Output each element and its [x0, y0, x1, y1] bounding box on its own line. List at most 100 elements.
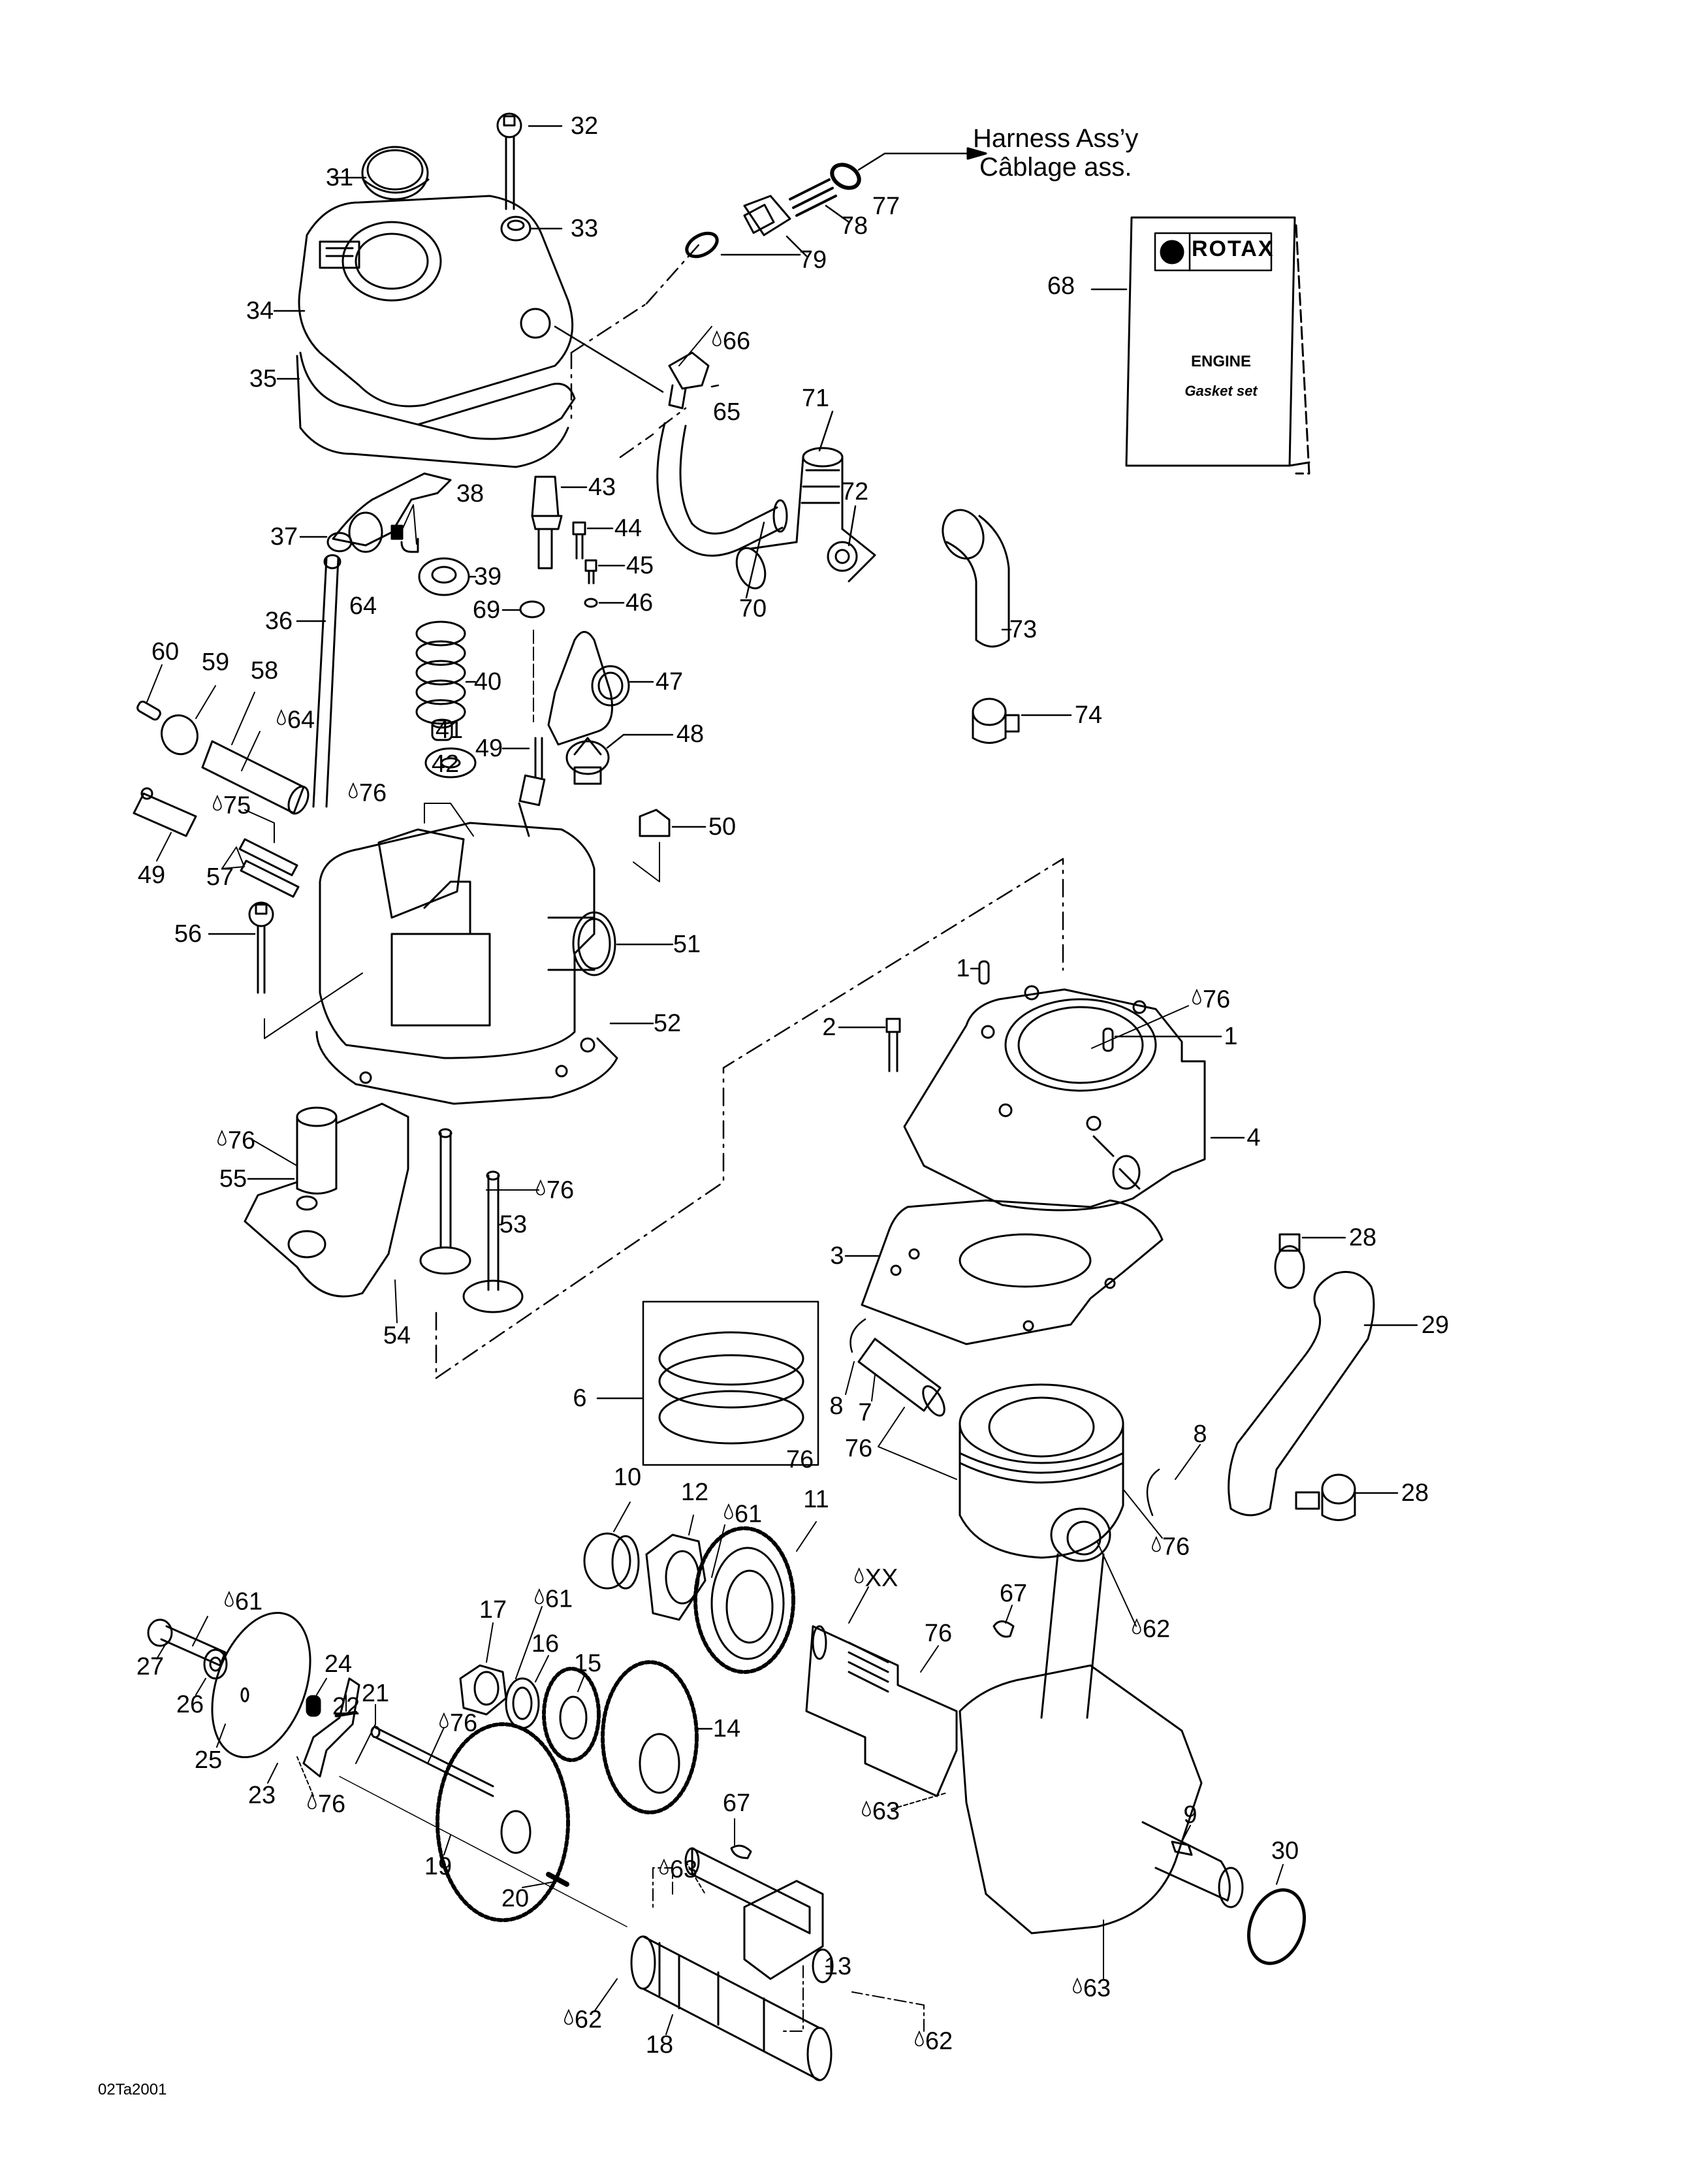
- callout-56[interactable]: 56: [174, 922, 202, 946]
- callout-47[interactable]: 47: [656, 669, 683, 694]
- cover-grommet[interactable]: [500, 216, 532, 242]
- callout-16[interactable]: 16: [532, 1631, 559, 1656]
- callout-63[interactable]: 63: [1073, 1976, 1111, 2001]
- callout-11[interactable]: 11: [803, 1487, 829, 1512]
- callout-62[interactable]: 62: [564, 2007, 602, 2032]
- tee-fitting-71[interactable]: [731, 447, 876, 592]
- callout-48[interactable]: 48: [676, 722, 704, 747]
- plug-72[interactable]: [827, 541, 858, 572]
- circlip-8a[interactable]: [849, 1318, 866, 1353]
- callout-34[interactable]: 34: [246, 298, 274, 323]
- callout-21[interactable]: 21: [362, 1681, 389, 1706]
- thermostat-48[interactable]: [565, 737, 610, 785]
- pin-20[interactable]: [546, 1872, 569, 1887]
- callout-59[interactable]: 59: [202, 650, 229, 675]
- callout-62[interactable]: 62: [1132, 1616, 1170, 1642]
- spring-24[interactable]: [306, 1695, 321, 1717]
- callout-38[interactable]: 38: [456, 481, 484, 506]
- callout-41[interactable]: 41: [436, 718, 463, 743]
- callout-40[interactable]: 40: [474, 669, 501, 694]
- crankshaft[interactable]: [805, 1625, 1244, 1935]
- elbow-fitting-65[interactable]: [668, 351, 710, 410]
- callout-29[interactable]: 29: [1421, 1313, 1449, 1338]
- callout-74[interactable]: 74: [1075, 703, 1102, 728]
- callout-45[interactable]: 45: [626, 553, 654, 578]
- callout-64[interactable]: 64: [277, 707, 315, 733]
- callout-66[interactable]: 66: [712, 329, 750, 354]
- lifter-block-55[interactable]: [244, 1102, 409, 1298]
- callout-61[interactable]: 61: [535, 1586, 573, 1612]
- woodruff-key-67b[interactable]: [730, 1844, 752, 1859]
- thermostat-housing-47[interactable]: [547, 631, 630, 746]
- callout-61[interactable]: 61: [225, 1589, 262, 1614]
- callout-30[interactable]: 30: [1271, 1839, 1299, 1863]
- head-gasket-52[interactable]: [315, 1031, 618, 1105]
- woodruff-key-67a[interactable]: [992, 1620, 1015, 1638]
- coolant-hose-29[interactable]: [1228, 1271, 1375, 1517]
- cover-plate-59[interactable]: [156, 711, 202, 760]
- callout-44[interactable]: 44: [614, 516, 642, 541]
- exhaust-valve-53[interactable]: [462, 1170, 524, 1313]
- callout-39[interactable]: 39: [474, 564, 501, 589]
- callout-36[interactable]: 36: [265, 609, 293, 634]
- disc-25[interactable]: [194, 1599, 328, 1771]
- callout-52[interactable]: 52: [654, 1011, 681, 1036]
- callout-71[interactable]: 71: [802, 386, 829, 411]
- valve-cover[interactable]: [298, 195, 574, 408]
- callout-72[interactable]: 72: [841, 479, 868, 504]
- callout-76[interactable]: 76: [845, 1436, 872, 1461]
- washer-16[interactable]: [505, 1677, 540, 1729]
- callout-33[interactable]: 33: [571, 216, 598, 241]
- callout-67[interactable]: 67: [723, 1791, 750, 1816]
- lever-23[interactable]: [302, 1677, 360, 1778]
- callout-62[interactable]: 62: [915, 2029, 953, 2054]
- callout-xx[interactable]: XX: [854, 1566, 898, 1591]
- gear-14[interactable]: [601, 1660, 699, 1814]
- callout-78[interactable]: 78: [840, 214, 868, 238]
- intake-valve-54[interactable]: [419, 1128, 471, 1275]
- rocker-clip-38[interactable]: [390, 524, 419, 553]
- callout-69[interactable]: 69: [473, 598, 500, 622]
- bushing-10[interactable]: [583, 1532, 640, 1590]
- cover-bolt[interactable]: [496, 112, 522, 210]
- hose-73[interactable]: [936, 504, 1010, 648]
- gasket-set-booklet[interactable]: [1125, 216, 1310, 475]
- callout-10[interactable]: 10: [614, 1465, 641, 1490]
- callout-19[interactable]: 19: [424, 1854, 452, 1879]
- rocker-arm-37[interactable]: [326, 472, 452, 553]
- callout-76[interactable]: 76: [308, 1791, 345, 1817]
- temperature-sensor-43[interactable]: [531, 475, 563, 570]
- valve-cover-gasket[interactable]: [296, 351, 576, 468]
- callout-57[interactable]: 57: [206, 865, 234, 890]
- callout-4[interactable]: 4: [1246, 1125, 1260, 1150]
- callout-60[interactable]: 60: [151, 639, 179, 664]
- camshaft-18[interactable]: [630, 1935, 833, 2081]
- balance-shaft-13[interactable]: [684, 1847, 834, 1983]
- callout-67[interactable]: 67: [1000, 1581, 1027, 1606]
- spark-plug-49-left[interactable]: [133, 787, 197, 837]
- connector-housing-79[interactable]: [743, 195, 791, 236]
- callout-20[interactable]: 20: [501, 1886, 529, 1911]
- callout-75[interactable]: 75: [213, 793, 251, 818]
- pin-22[interactable]: [334, 1710, 358, 1718]
- screw-45[interactable]: [584, 559, 597, 585]
- callout-58[interactable]: 58: [251, 658, 278, 683]
- callout-68[interactable]: 68: [1047, 274, 1075, 298]
- callout-22[interactable]: 22: [332, 1694, 360, 1719]
- callout-25[interactable]: 25: [195, 1748, 222, 1773]
- hose-70[interactable]: [656, 422, 788, 557]
- cylinder-4[interactable]: [903, 985, 1206, 1212]
- nut-50[interactable]: [639, 809, 671, 837]
- callout-51[interactable]: 51: [673, 932, 701, 957]
- callout-7[interactable]: 7: [858, 1400, 872, 1425]
- seal-77[interactable]: [828, 160, 863, 193]
- valve-spring-40[interactable]: [415, 620, 466, 725]
- callout-64[interactable]: 64: [349, 594, 377, 618]
- callout-46[interactable]: 46: [626, 590, 653, 615]
- callout-14[interactable]: 14: [713, 1716, 740, 1741]
- head-bolt-56[interactable]: [248, 901, 274, 994]
- callout-23[interactable]: 23: [248, 1783, 276, 1808]
- studs-57[interactable]: [238, 838, 300, 898]
- piston[interactable]: [959, 1383, 1124, 1559]
- callout-1[interactable]: 1: [1224, 1024, 1237, 1049]
